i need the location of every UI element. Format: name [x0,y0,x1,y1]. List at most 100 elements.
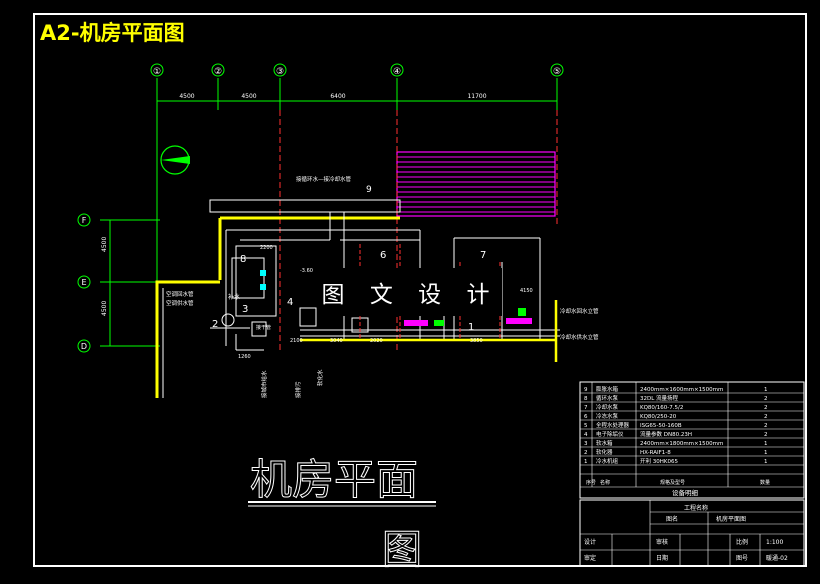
svg-text:-3.60: -3.60 [300,268,313,274]
grid-col-2: ② [214,67,222,77]
vertical-pipe-labels: 接城市给水 接排污 软化水 [260,369,324,398]
svg-text:2020: 2020 [370,338,383,344]
label-7: 7 [480,250,486,261]
table-cell-no: 8 [584,396,588,402]
table-cell-spec: 2400mm×1800mm×1500mm [640,441,723,447]
svg-text:2100: 2100 [290,338,303,344]
table-cell-spec: 流量参数 DN80.23H [640,430,692,438]
table-cell-no: 4 [584,432,588,438]
svg-text:接干管: 接干管 [256,324,271,331]
table-cell-no: 7 [584,405,588,411]
big-title: 机房平面 图 [248,455,436,574]
label-4: 4 [287,297,293,308]
header-spec: 规格及型号 [660,479,685,486]
table-cell-no: 9 [584,387,588,393]
sheet-label: 图号 [736,555,748,562]
table-cell-name: 冷冻水泵 [596,412,619,420]
table-footer: 设备明细 [672,488,699,497]
grid-row-d: D [81,342,87,351]
grid-col-4: ④ [393,67,401,77]
table-cell-qty: 1 [764,441,768,447]
svg-text:2200: 2200 [260,245,273,251]
table-cell-no: 2 [584,450,588,456]
svg-text:11700: 11700 [467,93,486,100]
drawing-frame [33,13,807,567]
label-6: 6 [380,250,386,261]
table-cell-spec: 2400mm×1600mm×1500mm [640,387,723,393]
svg-text:4500: 4500 [101,301,108,316]
scale-value: 1:100 [766,539,783,546]
table-cell-qty: 2 [764,432,768,438]
scale-label: 比例 [736,538,748,546]
table-cell-name: 全程水处理器 [596,421,630,429]
table-cell-qty: 1 [764,450,768,456]
table-cell-qty: 2 [764,414,768,420]
table-cell-name: 膨胀水箱 [596,385,619,393]
grid-col-3: ③ [276,67,284,77]
grid-col-5: ⑤ [553,67,561,77]
left-note: 补水 [228,293,240,301]
top-pipe-label: 接循环水—接冷却水管 [296,175,352,183]
date-label: 日期 [656,554,668,562]
project-label: 工程名称 [684,504,708,512]
label-9: 9 [366,185,372,195]
svg-text:接城市给水: 接城市给水 [260,370,268,398]
table-cell-name: 冷水机组 [596,457,619,465]
table-cell-spec: 开利 30HK065 [640,457,678,465]
drawing-label: 图名 [666,515,678,523]
svg-text:1260: 1260 [238,354,251,360]
left-wall: 空调回水管 空调供水管 补水 [155,280,240,398]
svg-text:4500: 4500 [101,237,108,252]
table-cell-name: 冷却水泵 [596,403,619,411]
table-cell-qty: 1 [764,459,768,465]
svg-text:4150: 4150 [520,288,533,294]
header-name: 名称 [600,479,610,486]
check-label: 审核 [656,538,668,546]
label-2: 2 [212,319,218,330]
table-cell-name: 软化器 [596,448,613,456]
right-risers: 冷却水回水立管 冷却水供水立管 [560,307,599,341]
table-cell-no: 1 [584,459,588,465]
table-cell-qty: 2 [764,396,768,402]
drawing-value: 机房平面图 [716,515,746,523]
label-1: 1 [468,322,474,333]
header-no: 序号 [586,479,596,486]
svg-text:软化水: 软化水 [316,369,324,386]
svg-text:4500: 4500 [241,93,256,100]
grid-row-f: F [82,216,87,225]
table-cell-no: 6 [584,414,588,420]
table-cell-qty: 2 [764,405,768,411]
equipment-table: 9 膨胀水箱 2400mm×1600mm×1500mm 1 8 循环水泵 32DL 流量扬程… [579,381,805,499]
svg-text:4500: 4500 [179,93,194,100]
cooling-tower [396,151,556,217]
grid-column-bubbles: ① ② ③ ④ ⑤ [150,63,564,77]
table-cell-spec: KQ80/250-20 [640,414,677,420]
drawing-title: A2-机房平面图 [40,21,185,45]
table-cell-qty: 2 [764,423,768,429]
table-cell-spec: ISG65-50-160B [640,423,682,429]
grid-row-bubbles: F E D 4500 4500 [77,213,108,353]
label-8: 8 [240,254,246,265]
svg-text:3850: 3850 [470,338,483,344]
watermark-text: 图 文 设 计 [321,282,499,308]
top-header-pipe: 接循环水—接冷却水管 9 [209,175,401,280]
table-cell-no: 5 [584,423,588,429]
table-cell-name: 软水箱 [596,439,613,447]
svg-text:6400: 6400 [330,93,345,100]
grid-row-e: E [81,278,86,287]
table-cell-spec: 32DL 流量扬程 [640,394,679,402]
label-3: 3 [242,304,248,315]
table-cell-name: 循环水泵 [596,394,619,402]
right-pipe-label-a: 冷却水回水立管 [560,307,599,315]
left-pipe-label-b: 空调供水管 [166,299,194,307]
column-dimensions: 4500 4500 6400 11700 [179,93,486,100]
svg-text:3040: 3040 [330,338,343,344]
table-cell-spec: KQ80/160-7.5/2 [640,405,683,411]
big-title-text: 机房平面 [250,455,418,504]
grid-col-1: ① [153,67,161,77]
table-cell-qty: 1 [764,387,768,393]
sheet-value: 暖通-02 [766,554,788,562]
plan-dimensions: 2200 4150 2100 3040 2020 3850 1260 -3.60… [238,245,533,360]
svg-text:接排污: 接排污 [294,381,302,398]
